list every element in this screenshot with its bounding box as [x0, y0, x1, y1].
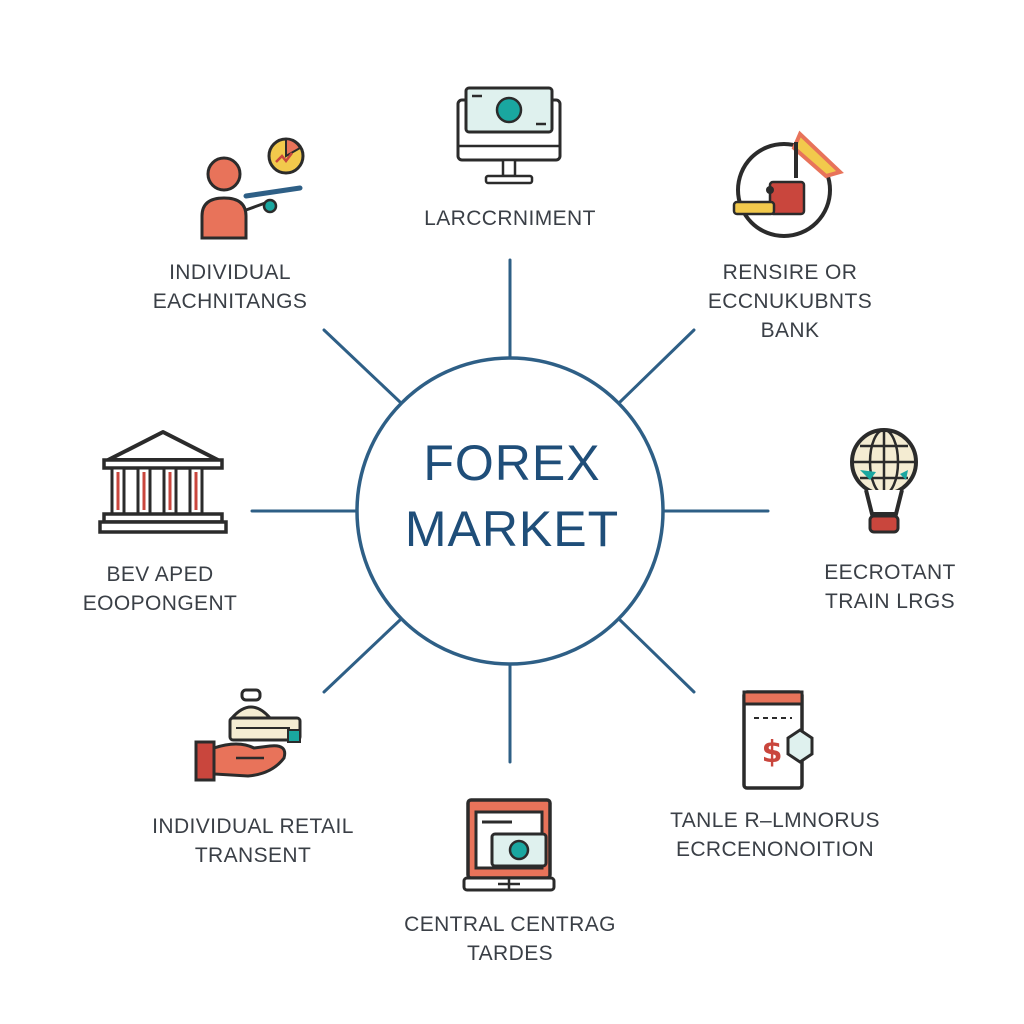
hand-money-icon — [194, 688, 302, 782]
node-label-right-line1: EECROTANT — [824, 561, 956, 584]
node-label-bottom: CENTRAL CENTRAG TARDES — [380, 910, 640, 968]
node-label-top-right-line2: ECCNUKUBNTS — [707, 290, 873, 313]
clock-gavel-icon — [732, 130, 844, 238]
globe-lightbulb-icon — [850, 428, 918, 534]
dollar-document-icon: $ — [742, 690, 814, 790]
node-label-bottom-left-line2: TRANSENT — [194, 844, 312, 867]
node-label-right-line2: TRAIN LRGS — [824, 590, 956, 613]
svg-text:$: $ — [762, 735, 783, 770]
cash-register-icon — [462, 798, 556, 892]
node-label-top-right-line1: RENSIRE OR — [722, 261, 858, 284]
node-label-bottom-line2: TARDES — [466, 942, 554, 965]
computer-monitor-icon — [456, 86, 562, 185]
connector-lines — [250, 258, 770, 764]
node-label-top-right-line3: BANK — [760, 319, 820, 342]
bank-building-icon — [98, 430, 228, 534]
node-label-top-left-line1: INDIVIDUAL — [169, 261, 291, 284]
trader-chart-icon — [200, 137, 305, 240]
node-label-bottom-right: TANLE R–LMNORUS ECRCENONOITION — [650, 806, 900, 864]
node-label-left-line1: BEV APED — [106, 563, 214, 586]
hub-title-line2: MARKET — [404, 501, 620, 557]
node-label-top-right: RENSIRE OR ECCNUKUBNTS BANK — [680, 258, 900, 345]
hub-circle — [355, 356, 665, 666]
spoke-top-left — [322, 328, 402, 404]
node-label-left: BEV APED EOOPONGENT — [60, 560, 260, 618]
hub-title-line1: FOREX — [423, 435, 601, 491]
spoke-bottom-left — [322, 618, 402, 694]
node-label-right: EECROTANT TRAIN LRGS — [790, 558, 990, 616]
node-label-left-line2: EOOPONGENT — [82, 592, 238, 615]
node-label-bottom-right-line2: ECRCENONOITION — [675, 838, 875, 861]
spoke-bottom-right — [618, 618, 696, 694]
node-label-top-line1: LARCCRNIMENT — [424, 207, 596, 230]
node-label-top: LARCCRNIMENT — [400, 204, 620, 233]
node-label-top-left: INDIVIDUAL EACHNITANGS — [130, 258, 330, 316]
node-label-bottom-left: INDIVIDUAL RETAIL TRANSENT — [130, 812, 376, 870]
node-label-bottom-line1: CENTRAL CENTRAG — [404, 913, 616, 936]
node-label-bottom-right-line1: TANLE R–LMNORUS — [670, 809, 880, 832]
node-label-bottom-left-line1: INDIVIDUAL RETAIL — [152, 815, 354, 838]
node-label-top-left-line2: EACHNITANGS — [152, 290, 308, 313]
spoke-top-right — [618, 328, 696, 404]
